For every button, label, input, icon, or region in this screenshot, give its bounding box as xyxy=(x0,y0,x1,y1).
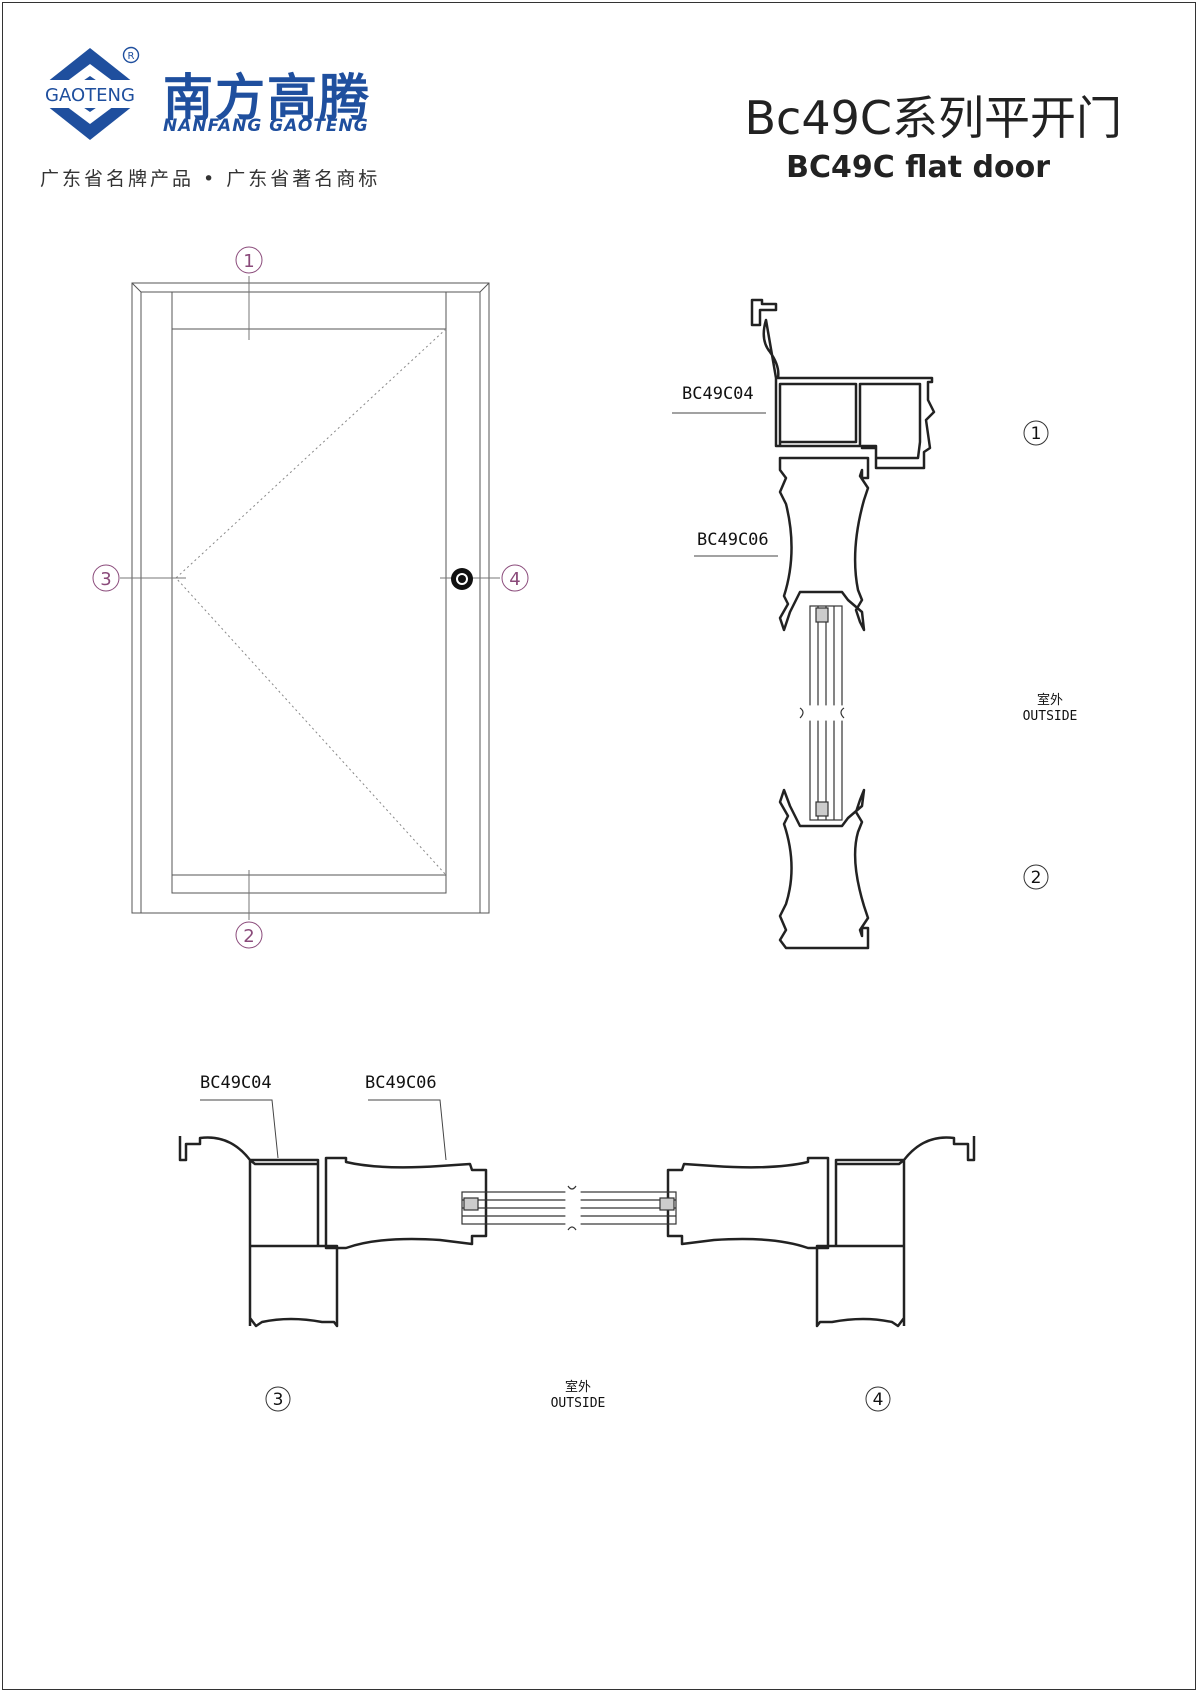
profile-bc49c04-left xyxy=(178,1136,339,1328)
profile-bc49c06-right xyxy=(666,1156,830,1250)
brand-slogan: 广东省名牌产品 • 广东省著名商标 xyxy=(40,168,381,190)
outer-frame xyxy=(131,282,490,914)
gaoteng-logo-icon: GAOTENG xyxy=(30,48,150,140)
label-bc49c06-vertical: BC49C06 xyxy=(697,530,769,550)
logo-text: GAOTENG xyxy=(45,85,135,106)
sash xyxy=(171,291,447,894)
profile-bc49c06-lower xyxy=(778,788,870,950)
vertical-section xyxy=(750,298,936,950)
inner-frame xyxy=(140,291,481,914)
section-marker-1: 1 xyxy=(1031,424,1042,444)
door-handle-icon xyxy=(451,568,473,590)
outside-note-horizontal: 室外 OUTSIDE xyxy=(536,1380,620,1412)
outside-en-vertical: OUTSIDE xyxy=(1022,709,1078,724)
opening-direction-lines xyxy=(175,328,447,876)
section-marker-3: 3 xyxy=(273,1390,284,1410)
vertical-leaders xyxy=(672,412,778,557)
elevation-marker-1: 1 xyxy=(243,251,254,272)
label-bc49c04-vertical: BC49C04 xyxy=(682,384,754,404)
elevation-marker-3: 3 xyxy=(100,569,111,590)
section-marker-4: 4 xyxy=(873,1390,884,1410)
elevation-marker-2: 2 xyxy=(243,926,254,947)
horizontal-leaders xyxy=(200,1099,447,1161)
profile-bc49c04-right xyxy=(815,1136,976,1328)
vertical-glazing xyxy=(799,605,845,821)
page-title-en: BC49C flat door xyxy=(786,150,1050,185)
registered-mark-icon: R xyxy=(122,46,140,64)
outside-en-horizontal: OUTSIDE xyxy=(550,1396,606,1411)
page-title-cn: Bc49C系列平开门 xyxy=(744,91,1122,145)
section-marker-2: 2 xyxy=(1031,868,1042,888)
label-bc49c04-horizontal: BC49C04 xyxy=(200,1073,272,1093)
brand-name-cn: 南方高腾 xyxy=(163,69,371,127)
registered-mark: R xyxy=(128,51,135,62)
elevation-marker-4: 4 xyxy=(509,569,520,590)
profile-bc49c04-vertical xyxy=(750,298,936,470)
label-bc49c06-horizontal: BC49C06 xyxy=(365,1073,437,1093)
profile-bc49c06-left xyxy=(324,1156,488,1250)
horizontal-section-right xyxy=(666,1136,976,1328)
brand-name-en: NANFANG GAOTENG xyxy=(163,116,369,136)
horizontal-glazing xyxy=(461,1185,677,1231)
horizontal-section-left xyxy=(178,1136,488,1328)
outside-cn-horizontal: 室外 xyxy=(564,1380,591,1395)
elevation-markers xyxy=(92,246,529,949)
door-elevation xyxy=(120,276,500,920)
outside-note-vertical: 室外 OUTSIDE xyxy=(1008,693,1092,725)
outside-cn-vertical: 室外 xyxy=(1036,693,1063,708)
profile-bc49c06-upper xyxy=(778,456,870,632)
